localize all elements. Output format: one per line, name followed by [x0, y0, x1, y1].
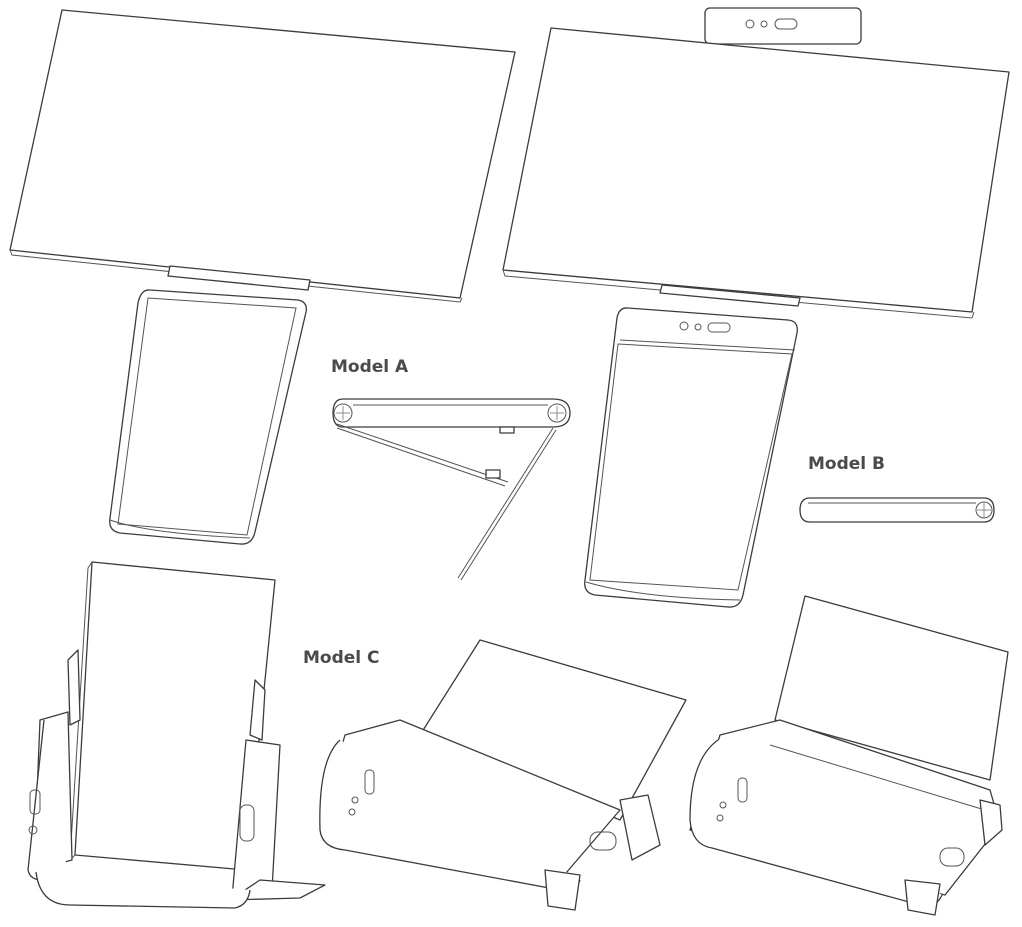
model-a-label: Model A: [331, 357, 409, 377]
model-a-cross-section: [332, 398, 571, 581]
model-c-label: Model C: [303, 648, 380, 668]
model-b-label: Model B: [808, 454, 885, 474]
model-c-angled: [319, 639, 687, 911]
model-c-upright: [27, 561, 326, 909]
model-a-extended-screen: [9, 9, 516, 303]
model-a-folded-device: [109, 289, 307, 545]
model-b-cross-section: [799, 497, 995, 523]
model-c-open: [689, 595, 1009, 916]
model-b-folded-device: [584, 307, 798, 608]
model-b-extended-screen: [502, 7, 1010, 319]
